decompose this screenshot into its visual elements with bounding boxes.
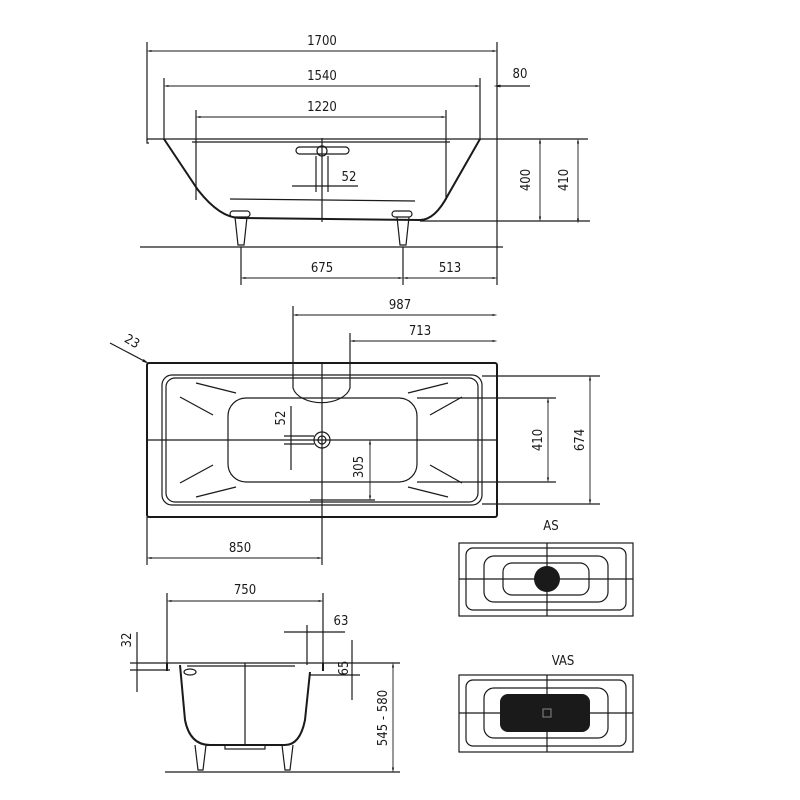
dim-feet-offset: 513 (439, 261, 461, 276)
drain-icon (313, 431, 331, 449)
dim-rim-thickness: 32 (120, 633, 135, 648)
plan-view: 987 713 23 674 410 305 52 850 (109, 298, 600, 565)
variant-label-as: AS (543, 519, 558, 534)
dim-depth-outer: 410 (557, 169, 572, 191)
foot-right (391, 210, 413, 246)
side-view: 1700 1540 80 1220 52 (140, 34, 590, 285)
dim-corner-radius: 23 (122, 332, 142, 352)
anti-slip-dot-pattern (534, 566, 560, 592)
dim-depth-inner: 400 (519, 169, 534, 191)
dim-rim-offset: 80 (513, 67, 528, 82)
dim-overflow-position: 987 (389, 298, 411, 313)
dim-width-overall: 674 (573, 429, 588, 451)
dim-basin-width: 410 (531, 429, 546, 451)
dim-overall-length: 1700 (307, 34, 337, 49)
section-view: 750 63 32 65 545 - 580 (120, 583, 400, 773)
dim-overflow-height: 52 (342, 170, 357, 185)
dim-basin-length: 1220 (307, 100, 337, 115)
dim-rim-lip: 63 (334, 614, 349, 629)
tub-side-profile (163, 138, 481, 222)
foot-left (229, 210, 251, 246)
dim-drain-from-left: 850 (229, 541, 251, 556)
variant-vas: VAS (458, 654, 634, 753)
dim-inner-length: 1540 (307, 69, 337, 84)
dim-rim-drop: 65 (337, 661, 352, 676)
dim-drain-offset: 305 (352, 456, 367, 478)
dim-section-width: 750 (234, 583, 256, 598)
dim-overflow-cutout: 713 (409, 324, 431, 339)
dim-feet-spacing: 675 (311, 261, 333, 276)
variant-as: AS (458, 519, 634, 617)
variant-label-vas: VAS (552, 654, 575, 669)
dim-drain-size: 52 (274, 411, 289, 426)
dim-height-range: 545 - 580 (376, 690, 391, 746)
